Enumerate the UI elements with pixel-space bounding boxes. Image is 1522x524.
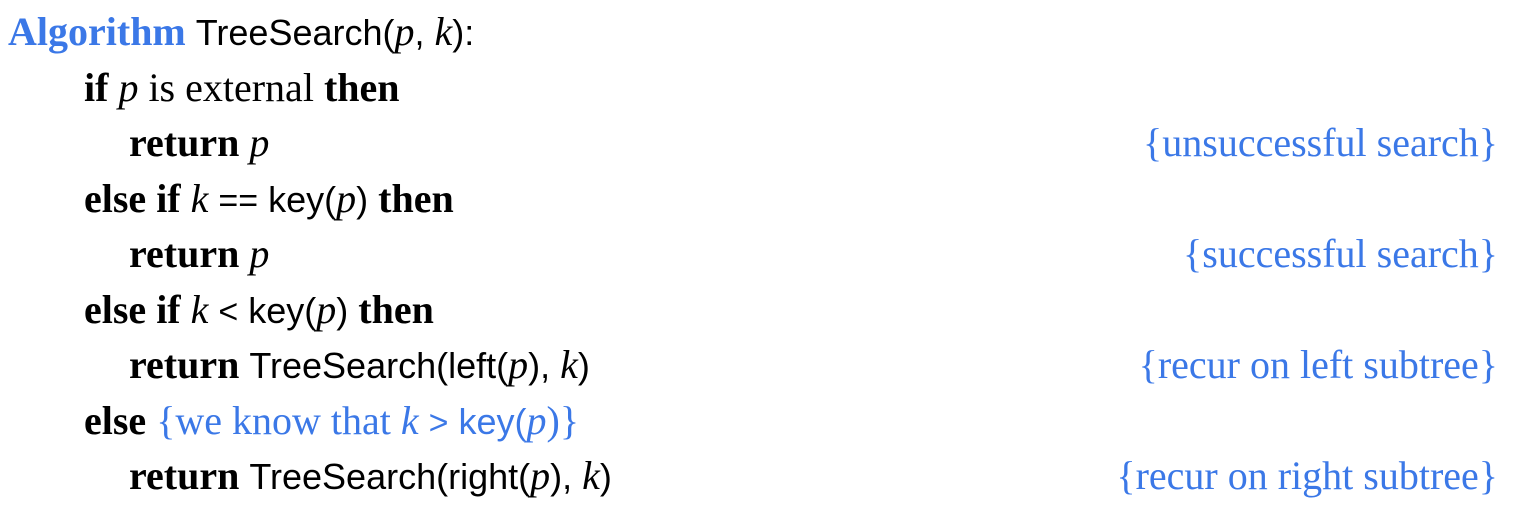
- line-else-if-less: else if k < key(p) then: [8, 282, 1498, 338]
- kw-return: return: [129, 231, 240, 276]
- kw-then: then: [323, 64, 400, 110]
- algorithm-header: Algorithm TreeSearch(p, k):: [8, 4, 1498, 60]
- close-paren: ): [356, 178, 369, 220]
- var-p: p: [249, 120, 270, 165]
- open-paren: (: [382, 12, 395, 53]
- line-return-unsuccessful: return p {unsuccessful search}: [8, 115, 1498, 171]
- comment-recur-left: {recur on left subtree}: [1138, 342, 1498, 387]
- comment-op-greater: >: [428, 403, 449, 442]
- var-k: k: [190, 286, 209, 332]
- arg-separator: ),: [550, 456, 573, 497]
- var-p: p: [249, 231, 270, 276]
- comment-recur-right: {recur on right subtree}: [1116, 453, 1498, 498]
- comment-we-know-that: {we know that: [156, 397, 391, 443]
- line-return-right: return TreeSearch(right(p), k) {recur on…: [8, 448, 1498, 504]
- comment-fn-key: key(: [458, 400, 527, 442]
- line-return-successful: return p {successful search}: [8, 226, 1498, 282]
- text-is-external: is external: [148, 64, 314, 110]
- arg-k: k: [560, 342, 578, 387]
- line-if-external: if p is external then: [8, 60, 1498, 116]
- kw-return: return: [129, 120, 240, 165]
- param-p: p: [394, 9, 415, 54]
- line-return-left: return TreeSearch(left(p), k) {recur on …: [8, 337, 1498, 393]
- comment-unsuccessful-search: {unsuccessful search}: [1143, 120, 1498, 165]
- var-p: p: [118, 64, 139, 110]
- algorithm-name: TreeSearch: [195, 12, 383, 53]
- kw-then: then: [378, 175, 454, 221]
- fn-treesearch-right: TreeSearch(right(: [249, 456, 531, 497]
- kw-else-if: else if: [84, 175, 181, 221]
- close-paren: ): [599, 456, 612, 497]
- kw-else: else: [84, 397, 147, 443]
- kw-return: return: [129, 453, 240, 498]
- arg-p: p: [336, 175, 357, 221]
- fn-key: key(: [248, 289, 317, 331]
- algorithm-block: Algorithm TreeSearch(p, k): if p is exte…: [8, 4, 1498, 504]
- comment-var-k: k: [400, 397, 419, 443]
- comment-successful-search: {successful search}: [1183, 231, 1498, 276]
- close-paren: ):: [452, 12, 475, 53]
- arg-separator: ),: [528, 345, 551, 386]
- comment-close: )}: [546, 397, 580, 443]
- op-equal: ==: [218, 181, 259, 220]
- kw-else-if: else if: [84, 286, 181, 332]
- arg-p: p: [508, 342, 529, 387]
- comment-arg-p: p: [526, 397, 547, 443]
- close-paren: ): [577, 345, 590, 386]
- kw-then: then: [358, 286, 434, 332]
- algorithm-keyword: Algorithm: [8, 9, 186, 54]
- kw-if: if: [84, 64, 109, 110]
- op-less-than: <: [218, 292, 239, 331]
- fn-key: key(: [268, 178, 337, 220]
- arg-p: p: [530, 453, 551, 498]
- var-k: k: [190, 175, 209, 221]
- fn-treesearch-left: TreeSearch(left(: [249, 345, 509, 386]
- kw-return: return: [129, 342, 240, 387]
- arg-p: p: [316, 286, 337, 332]
- line-else: else {we know that k > key(p)}: [8, 393, 1498, 449]
- param-separator: ,: [414, 12, 425, 53]
- close-paren: ): [336, 289, 349, 331]
- arg-k: k: [582, 453, 600, 498]
- line-else-if-equal: else if k == key(p) then: [8, 171, 1498, 227]
- param-k: k: [434, 9, 453, 54]
